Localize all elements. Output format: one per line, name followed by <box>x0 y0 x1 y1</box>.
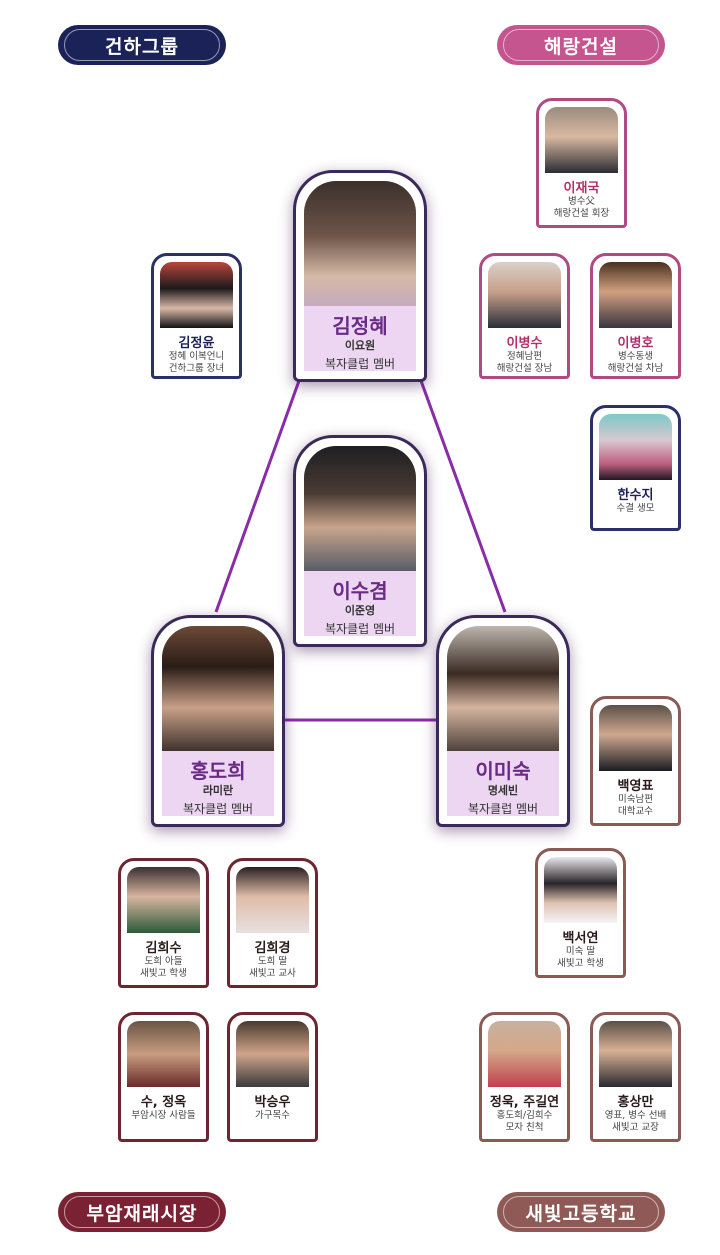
side-card-parkseungwoo[interactable]: 박승우 가구목수 <box>227 1012 318 1142</box>
portrait-photo <box>599 705 672 771</box>
group-label: 부암재래시장 <box>86 1202 198 1225</box>
side-card-leebyungho[interactable]: 이병호 병수동생 해랑건설 차남 <box>590 253 681 379</box>
character-name: 이병수 <box>506 336 543 351</box>
actor-name: 이요원 <box>344 339 376 352</box>
actor-name: 명세빈 <box>487 784 519 797</box>
character-name: 홍상만 <box>617 1095 654 1110</box>
group-label: 건하그룹 <box>105 35 179 58</box>
main-card-kimjunghye[interactable]: 김정혜 이요원 복자클럽 멤버 <box>293 170 427 382</box>
character-role: 복자클럽 멤버 <box>467 802 539 817</box>
character-desc-1: 병수父 <box>568 196 595 207</box>
portrait-photo <box>236 867 309 933</box>
character-desc-2: 해랑건설 장남 <box>496 363 553 375</box>
group-badge-geonha: 건하그룹 <box>58 25 226 65</box>
portrait-photo <box>599 1021 672 1087</box>
character-desc-1: 정혜남편 <box>507 351 542 362</box>
portrait-photo <box>127 1021 200 1087</box>
portrait-photo <box>544 857 617 923</box>
character-role: 복자클럽 멤버 <box>324 622 396 637</box>
character-name: 백서연 <box>562 931 599 946</box>
side-card-hongsangman[interactable]: 홍상만 영표, 병수 선배 새빛고 교장 <box>590 1012 681 1142</box>
group-badge-buam: 부암재래시장 <box>58 1192 226 1232</box>
portrait-photo <box>599 262 672 328</box>
portrait-photo <box>162 626 274 762</box>
character-desc-1: 수결 생모 <box>616 503 655 514</box>
character-desc-1: 미숙 딸 <box>565 946 596 957</box>
character-role: 복자클럽 멤버 <box>324 357 396 372</box>
character-name: 박승우 <box>254 1095 291 1110</box>
character-desc-1: 정혜 이복언니 <box>168 351 225 362</box>
character-name: 김정혜 <box>332 314 388 338</box>
portrait-photo <box>236 1021 309 1087</box>
side-card-kimheesu[interactable]: 김희수 도희 아들 새빛고 학생 <box>118 858 209 988</box>
main-card-hongdohee[interactable]: 홍도희 라미란 복자클럽 멤버 <box>151 615 285 827</box>
character-name: 김희수 <box>145 941 182 956</box>
character-desc-1: 홍도희/김희수 <box>496 1110 553 1121</box>
actor-name: 이준영 <box>344 604 376 617</box>
character-desc-1: 부암시장 사람들 <box>131 1110 196 1121</box>
character-desc-2: 해랑건설 회장 <box>553 208 610 220</box>
line-jh-right <box>418 377 507 613</box>
side-card-leebyungsu[interactable]: 이병수 정혜남편 해랑건설 장남 <box>479 253 570 379</box>
side-card-jungwook-jugilyeon[interactable]: 정욱, 주길연 홍도희/김희수 모자 친척 <box>479 1012 570 1142</box>
portrait-photo <box>447 626 559 762</box>
character-desc-1: 가구목수 <box>255 1110 290 1121</box>
character-name: 백영표 <box>617 779 654 794</box>
character-desc-2: 새빛고 교장 <box>612 1122 659 1134</box>
side-card-kimjungyun[interactable]: 김정윤 정혜 이복언니 건하그룹 장녀 <box>151 253 242 379</box>
character-name: 김정윤 <box>178 336 215 351</box>
character-desc-1: 병수동생 <box>618 351 653 362</box>
group-label: 해랑건설 <box>544 35 618 58</box>
side-card-baekyoungpyo[interactable]: 백영표 미숙남편 대학교수 <box>590 696 681 826</box>
character-name: 한수지 <box>617 488 654 503</box>
side-card-sujeongok[interactable]: 수, 정옥 부암시장 사람들 <box>118 1012 209 1142</box>
character-desc-1: 미숙남편 <box>618 794 653 805</box>
side-card-kimheegyeong[interactable]: 김희경 도희 딸 새빛고 교사 <box>227 858 318 988</box>
group-badge-haerang: 해랑건설 <box>497 25 665 65</box>
character-desc-2: 새빛고 교사 <box>249 968 296 980</box>
portrait-photo <box>127 867 200 933</box>
character-desc-2: 새빛고 학생 <box>557 958 604 970</box>
side-card-leejaeguk[interactable]: 이재국 병수父 해랑건설 회장 <box>536 98 627 228</box>
character-desc-1: 영표, 병수 선배 <box>604 1110 667 1121</box>
character-desc-2: 새빛고 학생 <box>140 968 187 980</box>
character-name: 김희경 <box>254 941 291 956</box>
character-desc-2: 건하그룹 장녀 <box>168 363 225 375</box>
character-name: 이병호 <box>617 336 654 351</box>
side-card-hansuji[interactable]: 한수지 수결 생모 <box>590 405 681 531</box>
character-desc-1: 도희 딸 <box>257 956 288 967</box>
character-name: 수, 정옥 <box>140 1095 187 1110</box>
character-name: 이수겸 <box>332 579 388 603</box>
portrait-photo <box>599 414 672 480</box>
side-card-baekseoyeon[interactable]: 백서연 미숙 딸 새빛고 학생 <box>535 848 626 978</box>
portrait-photo <box>304 181 416 317</box>
portrait-photo <box>304 446 416 582</box>
portrait-photo <box>488 262 561 328</box>
portrait-photo <box>545 107 618 173</box>
portrait-photo <box>488 1021 561 1087</box>
character-name: 정욱, 주길연 <box>489 1095 560 1110</box>
main-card-leemisook[interactable]: 이미숙 명세빈 복자클럽 멤버 <box>436 615 570 827</box>
character-desc-2: 대학교수 <box>618 806 653 818</box>
character-name: 이미숙 <box>475 759 531 783</box>
character-desc-2: 모자 친척 <box>505 1122 544 1134</box>
group-label: 새빛고등학교 <box>525 1202 637 1225</box>
character-name: 이재국 <box>563 181 600 196</box>
portrait-photo <box>160 262 233 328</box>
line-jh-left <box>214 377 302 613</box>
group-badge-saebit: 새빛고등학교 <box>497 1192 665 1232</box>
character-name: 홍도희 <box>190 759 246 783</box>
main-card-leesugyeom[interactable]: 이수겸 이준영 복자클럽 멤버 <box>293 435 427 647</box>
character-desc-2: 해랑건설 차남 <box>607 363 664 375</box>
character-desc-1: 도희 아들 <box>144 956 183 967</box>
character-role: 복자클럽 멤버 <box>182 802 254 817</box>
actor-name: 라미란 <box>202 784 234 797</box>
